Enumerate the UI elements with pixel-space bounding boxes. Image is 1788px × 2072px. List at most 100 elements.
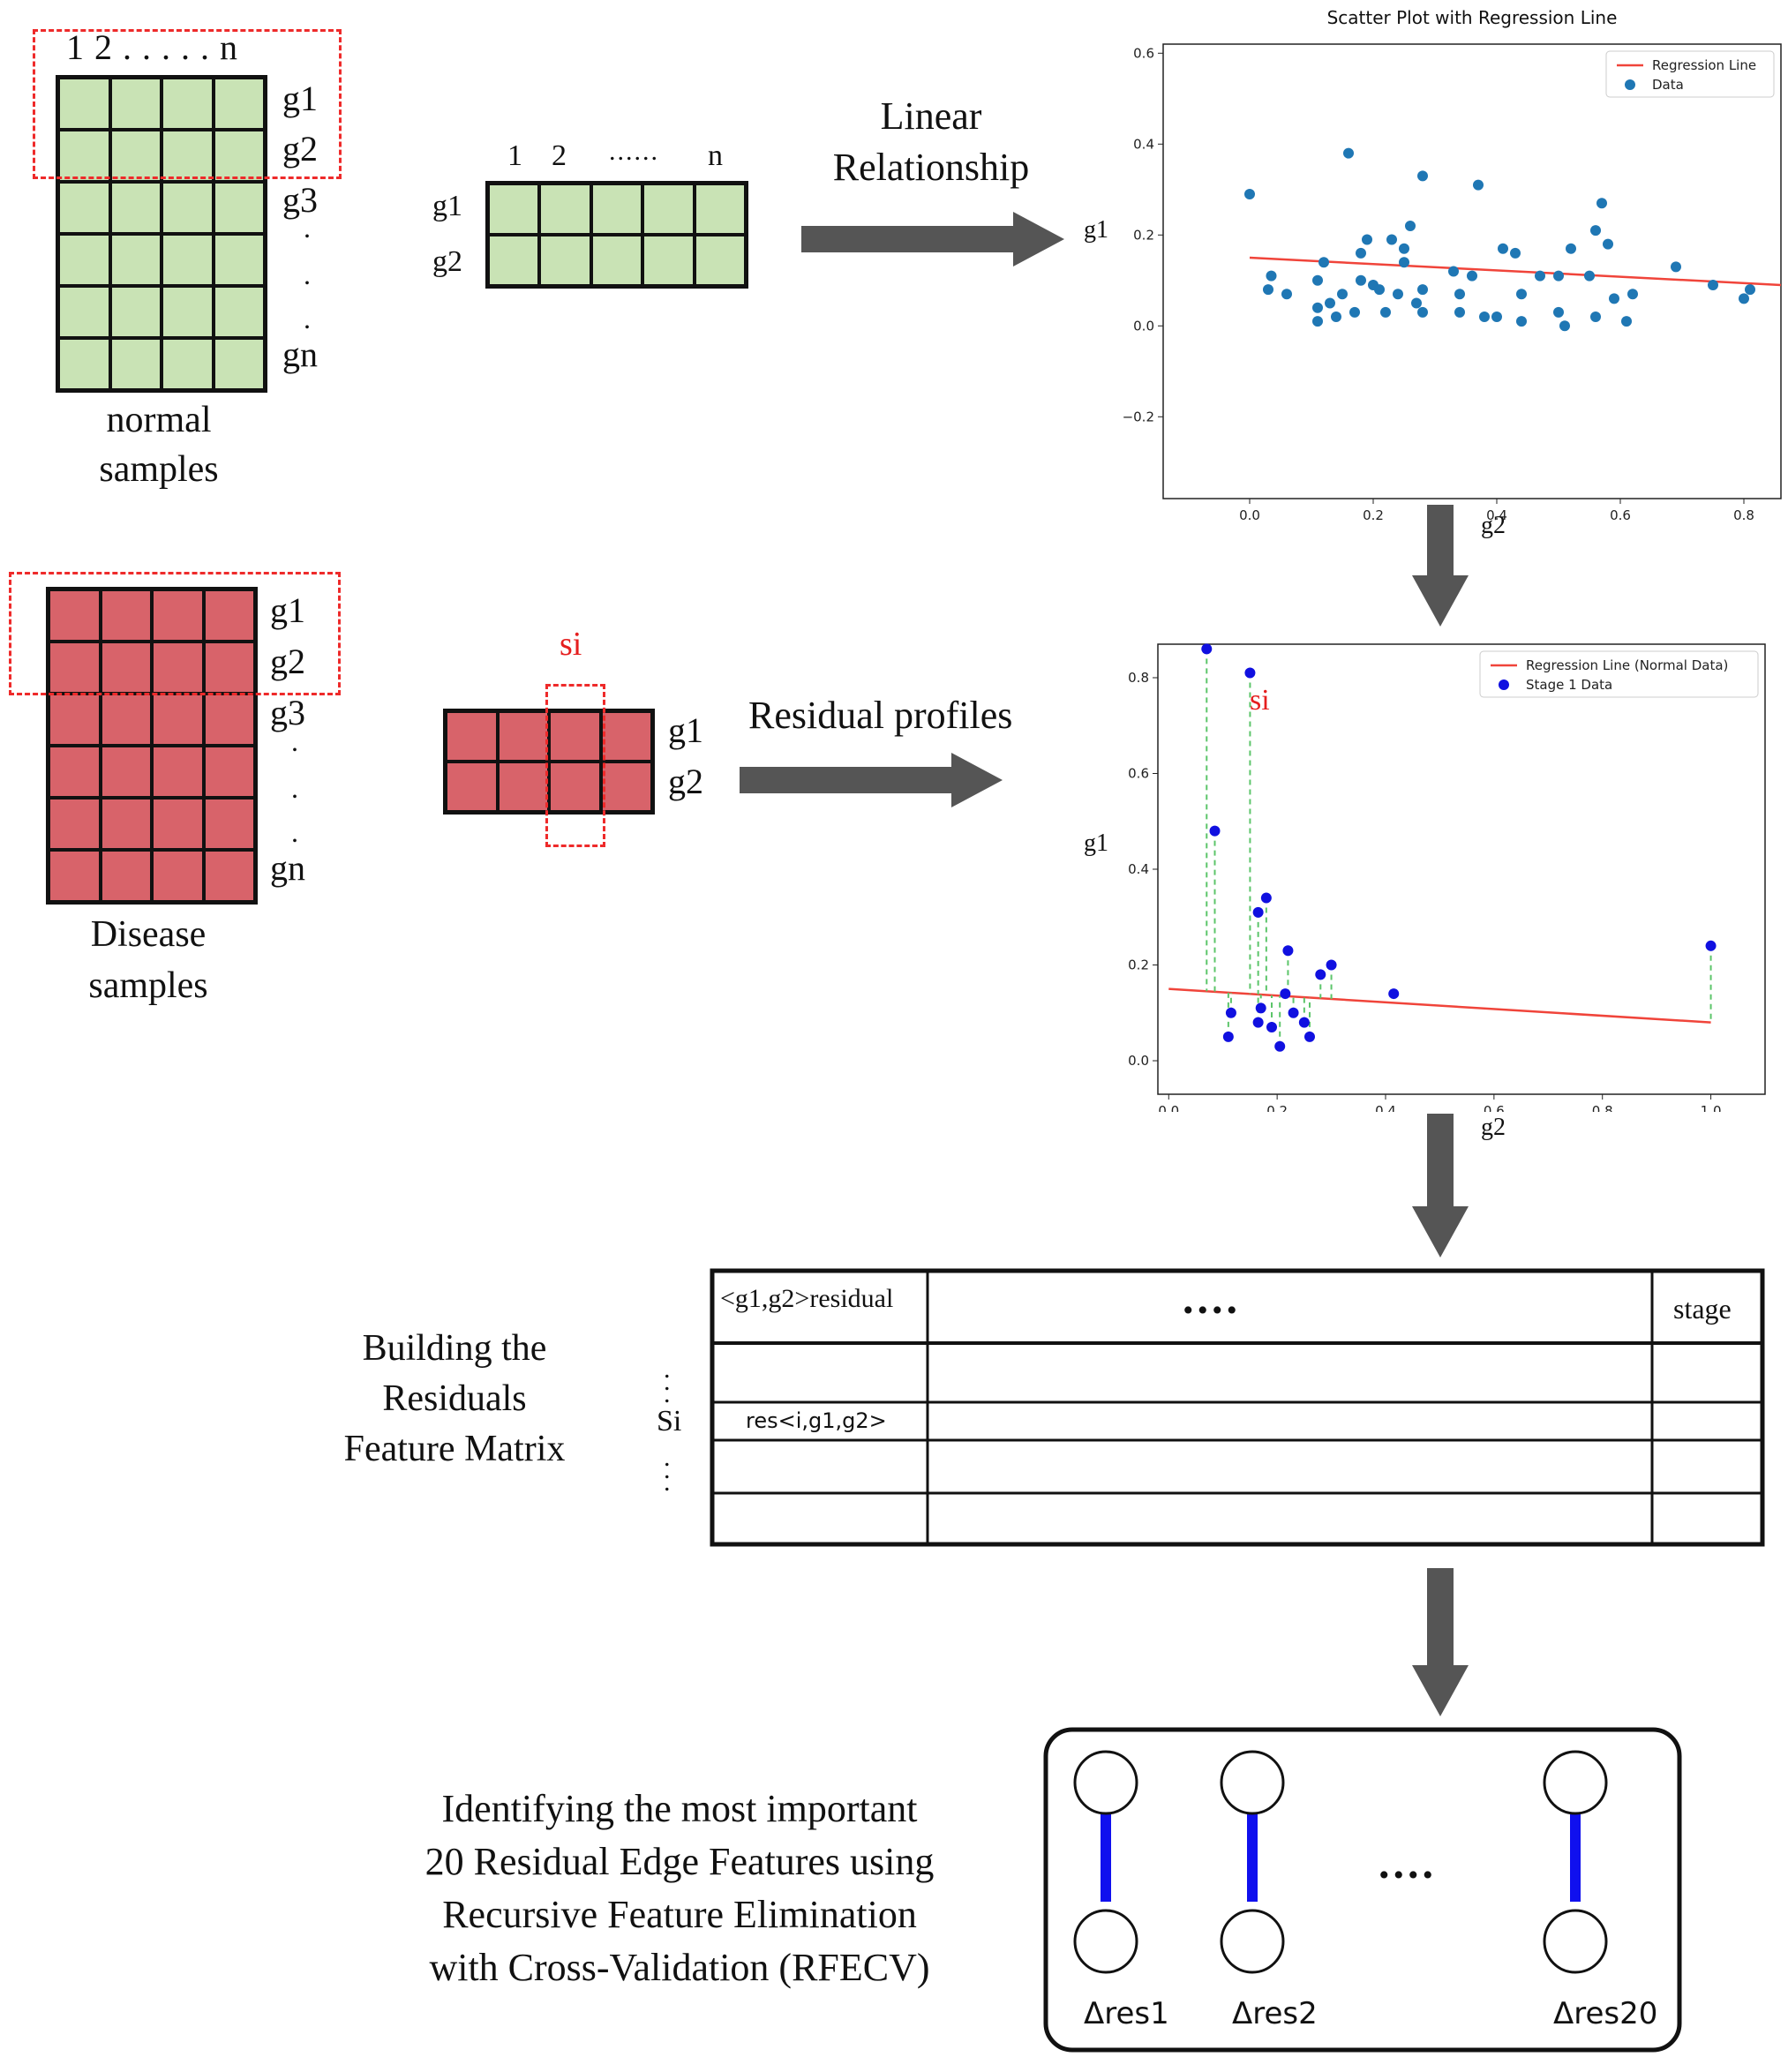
- x-tick-label: 0.8: [1733, 507, 1754, 523]
- disease-pair-matrix: [443, 709, 655, 815]
- data-point: [1222, 1031, 1234, 1042]
- data-point: [1260, 892, 1272, 904]
- data-point: [1448, 266, 1459, 277]
- disease-row-g2: g2: [270, 642, 305, 681]
- data-point: [1411, 297, 1422, 309]
- data-point: [1252, 1017, 1264, 1028]
- residual-profiles-label: Residual profiles: [748, 694, 1013, 737]
- matrix-vdots-bottom: ...: [664, 1443, 671, 1497]
- matrix-header-dots: ....: [1183, 1273, 1241, 1323]
- normal-pair-matrix: [485, 181, 748, 289]
- y-tick-label: 0.6: [1128, 765, 1149, 781]
- matrix-label-line2: Residuals: [382, 1378, 527, 1419]
- legend-box: [1479, 650, 1759, 698]
- arrow-down-icon: [1412, 1568, 1469, 1716]
- data-point: [1417, 306, 1428, 318]
- data-point: [1304, 1031, 1315, 1042]
- legend-box: [1605, 50, 1775, 98]
- data-point: [1325, 297, 1335, 309]
- pair-col-2: 2: [552, 139, 567, 172]
- data-point: [1380, 306, 1391, 318]
- data-point: [1516, 316, 1527, 327]
- chart2-si-label: si: [1250, 684, 1270, 717]
- disease-pair-row-g2: g2: [668, 762, 703, 801]
- data-point: [1491, 312, 1502, 322]
- normal-row-gn: gn: [282, 334, 318, 374]
- normal-samples-matrix: [56, 75, 267, 393]
- data-point: [1584, 270, 1595, 282]
- legend-label: Stage 1 Data: [1526, 677, 1612, 693]
- chart2-ylabel: g1: [1084, 830, 1108, 857]
- disease-caption-line1: Disease: [90, 914, 207, 955]
- x-tick-label: 0.8: [1592, 1103, 1613, 1112]
- y-tick-label: 0.0: [1133, 318, 1154, 334]
- disease-caption: Disease samples: [60, 909, 237, 1011]
- data-point: [1393, 289, 1403, 300]
- data-point: [1274, 1040, 1286, 1052]
- data-point: [1510, 247, 1521, 259]
- rfecv-label-line4: with Cross-Validation (RFECV): [429, 1946, 930, 1989]
- pair-si-label: si: [560, 626, 582, 663]
- normal-g1g2-selection: [33, 29, 342, 179]
- x-tick-label: 0.2: [1266, 1103, 1288, 1112]
- matrix-si-label: Si: [657, 1405, 682, 1438]
- matrix-row-res: res<i,g1,g2>: [746, 1408, 887, 1433]
- data-point: [1244, 188, 1255, 199]
- data-point: [1298, 1017, 1310, 1028]
- arrow-down-icon: [1412, 505, 1469, 627]
- rfecv-label-line2: 20 Residual Edge Features using: [424, 1840, 935, 1883]
- node-circle: [1543, 1750, 1608, 1815]
- arrow-down-icon: [1412, 1114, 1469, 1257]
- data-point: [1553, 306, 1564, 318]
- edge-label-1: Δres1: [1084, 1996, 1169, 2031]
- node-circle: [1073, 1750, 1138, 1815]
- chart1-xlabel: g2: [1481, 512, 1506, 539]
- node-circle: [1220, 1750, 1285, 1815]
- normal-row-dot: .: [304, 303, 311, 334]
- data-point: [1516, 289, 1527, 300]
- x-tick-label: 0.4: [1375, 1103, 1396, 1112]
- pair-row-g1: g1: [432, 190, 462, 222]
- data-point: [1417, 170, 1428, 182]
- data-point: [1399, 257, 1409, 268]
- data-point: [1315, 969, 1326, 980]
- data-point: [1473, 179, 1484, 191]
- disease-caption-line2: samples: [88, 965, 208, 1006]
- y-tick-label: −0.2: [1123, 409, 1154, 424]
- data-point: [1386, 234, 1397, 245]
- data-point: [1553, 270, 1564, 282]
- disease-g1g2-selection: [9, 572, 341, 695]
- data-point: [1739, 293, 1749, 304]
- matrix-label-line1: Building the: [362, 1328, 547, 1369]
- data-point: [1244, 667, 1256, 679]
- linear-relationship-line2: Relationship: [832, 146, 1030, 189]
- data-point: [1318, 257, 1329, 268]
- data-point: [1266, 1022, 1277, 1033]
- chart1-title: Scatter Plot with Regression Line: [1326, 7, 1618, 28]
- data-point: [1559, 320, 1570, 332]
- y-tick-label: 0.4: [1128, 861, 1149, 877]
- data-point: [1356, 274, 1366, 286]
- x-tick-label: 0.0: [1239, 507, 1260, 523]
- data-point: [1280, 988, 1291, 1000]
- data-point: [1252, 906, 1264, 918]
- data-point: [1209, 825, 1221, 837]
- data-point: [1745, 284, 1755, 296]
- data-point: [1337, 289, 1348, 300]
- pair-col-dots: ......: [609, 137, 659, 166]
- residual-feature-matrix: [710, 1268, 1765, 1547]
- data-point: [1312, 274, 1323, 286]
- regression-line: [1168, 987, 1711, 1024]
- data-point: [1388, 988, 1400, 1000]
- data-point: [1282, 945, 1294, 957]
- y-tick-label: 0.2: [1128, 957, 1149, 973]
- legend-label: Regression Line (Normal Data): [1526, 657, 1728, 673]
- normal-caption: normal samples: [71, 395, 247, 494]
- data-point: [1590, 225, 1601, 236]
- data-point: [1356, 247, 1366, 259]
- arrow-right-icon: [801, 212, 1064, 267]
- y-tick-label: 0.4: [1133, 136, 1154, 152]
- legend-point-swatch: [1499, 679, 1509, 690]
- data-point: [1621, 316, 1632, 327]
